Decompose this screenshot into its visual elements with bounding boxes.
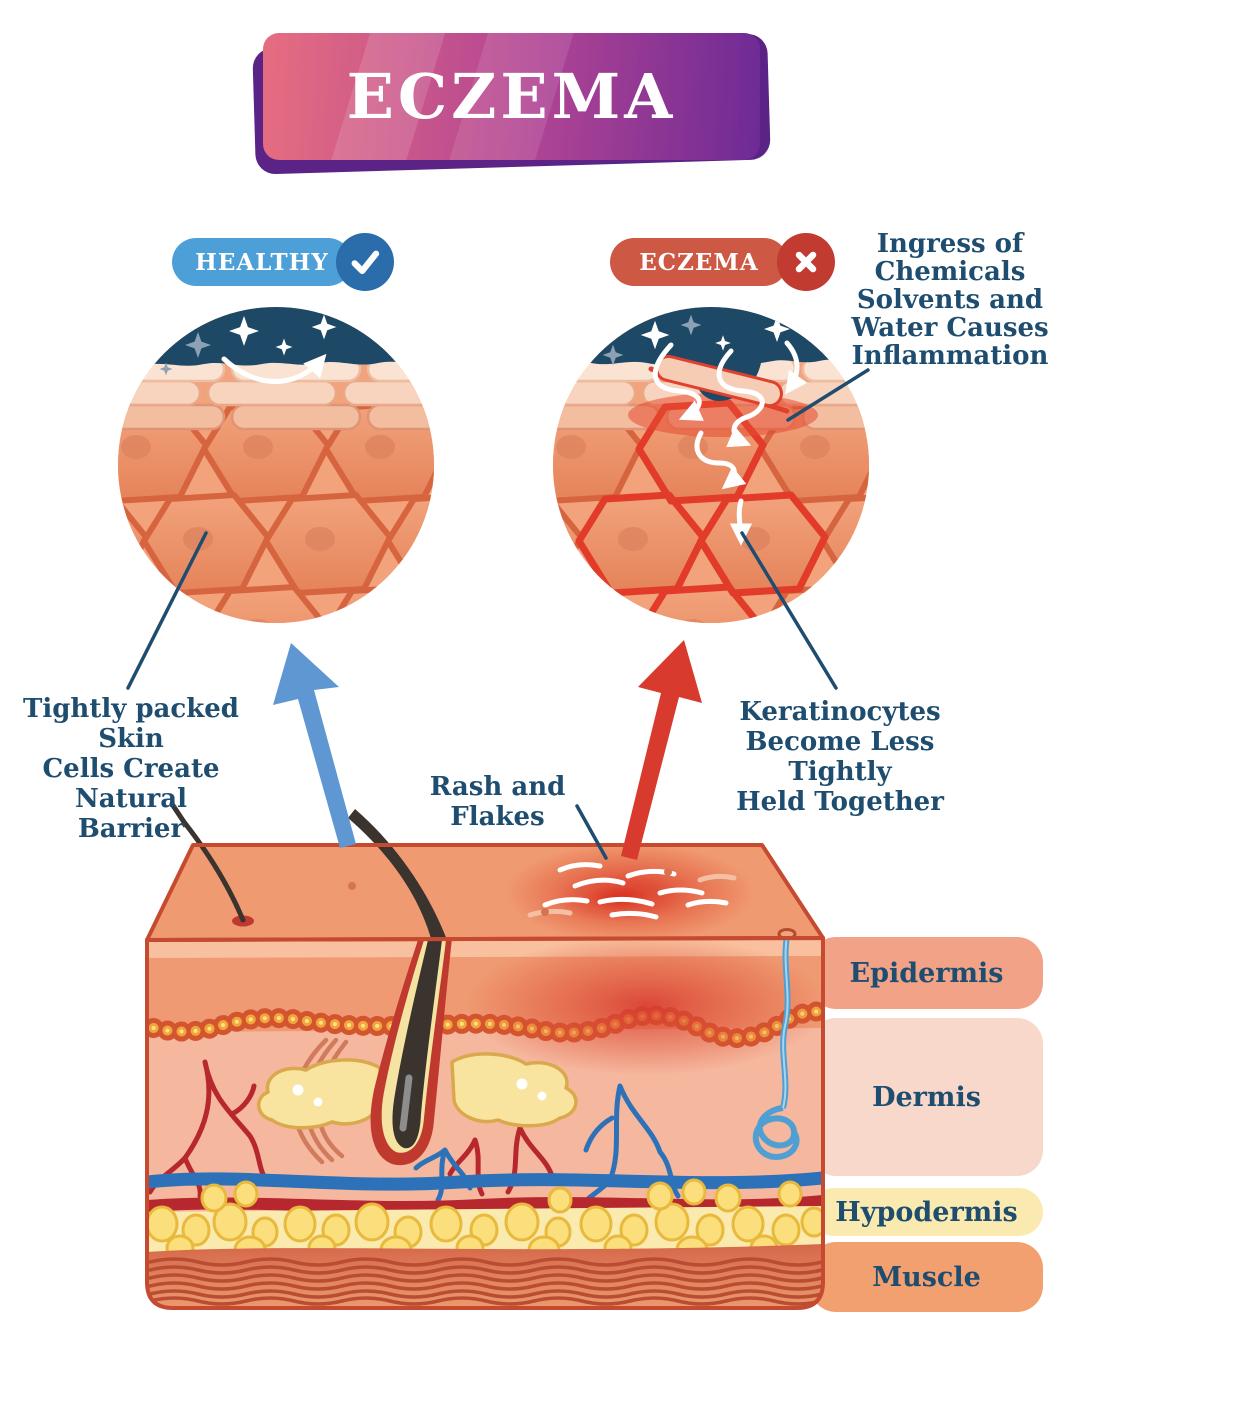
eczema-cell-circle [553, 307, 869, 623]
skin-layers-art [147, 938, 823, 1308]
healthy-badge-label: HEALTHY [195, 248, 329, 276]
long-hair [348, 809, 447, 942]
layer-chip-hypodermis: Hypodermis [810, 1188, 1043, 1236]
small-hair [169, 801, 246, 923]
hair-follicle [370, 938, 452, 1166]
inflammation-glow [466, 938, 823, 1075]
bounce-arrow-icon [221, 353, 327, 384]
layer-chip-dermis: Dermis [810, 1018, 1043, 1176]
annotation-ingress: Ingress of Chemicals Solvents and Water … [851, 229, 1049, 371]
layer-label-muscle: Muscle [872, 1261, 981, 1293]
rash [505, 843, 755, 943]
page-title: ECZEMA [346, 60, 677, 133]
layer-label-dermis: Dermis [872, 1081, 981, 1113]
cross-icon [795, 251, 817, 273]
annotation-rash-and-flakes: Rash and Flakes [429, 772, 566, 832]
annotation-tightly-packed: Tightly packed Skin Cells Create Natural… [23, 694, 239, 844]
surface-navy-background [553, 307, 869, 401]
vein-band [147, 1171, 823, 1191]
title-banner: ECZEMA [252, 33, 771, 175]
annotation-keratinocytes: Keratinocytes Become Less Tightly Held T… [736, 697, 944, 817]
blood-vessel-blue-center [579, 1083, 681, 1209]
banner-front: ECZEMA [263, 33, 760, 160]
sebaceous-gland-right [450, 1052, 578, 1128]
layer-label-hypodermis: Hypodermis [835, 1196, 1018, 1228]
layer-chip-muscle: Muscle [810, 1242, 1043, 1312]
front-face-outline [145, 936, 825, 1310]
sebaceous-gland-left [257, 1058, 382, 1130]
eczema-badge: ECZEMA [610, 238, 788, 286]
blood-vessel-red-center [447, 1125, 555, 1197]
healthy-badge: HEALTHY [172, 238, 352, 286]
banner-sheen [263, 33, 760, 160]
skin-pores [348, 868, 672, 916]
layer-label-epidermis: Epidermis [849, 957, 1004, 989]
muscle-striations [148, 1257, 823, 1306]
eczema-badge-label: ECZEMA [639, 248, 759, 276]
healthy-cell-circle [118, 307, 434, 623]
layer-chip-epidermis: Epidermis [810, 937, 1043, 1009]
healthy-check-circle [336, 233, 394, 291]
hair-shaft-highlight [399, 1074, 413, 1132]
surface-navy-background [118, 307, 434, 366]
check-icon [351, 250, 380, 275]
eczema-cross-circle [777, 233, 835, 291]
cell-magnification-circles [118, 307, 869, 623]
